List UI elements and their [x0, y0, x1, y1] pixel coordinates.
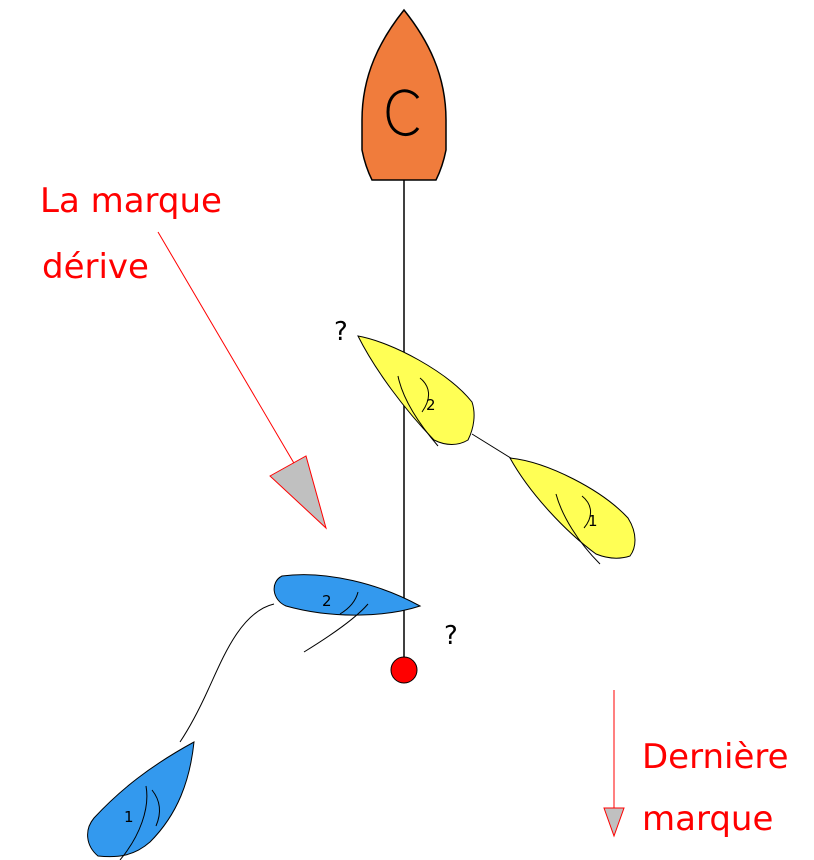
yellow-boat-2 [357, 335, 475, 447]
yellow-boat-1-number: 1 [588, 512, 598, 530]
last-mark-arrow [603, 690, 625, 838]
yellow-boat-1 [509, 457, 636, 565]
mark-buoy[interactable] [390, 656, 418, 684]
last-mark-line1: Dernière [642, 737, 789, 777]
blue-boats-link [179, 603, 275, 743]
blue-boat-2 [273, 574, 422, 653]
yellow-boat-2-number: 2 [426, 396, 436, 414]
drift-arrow [157, 231, 327, 530]
committee-boat [361, 8, 447, 181]
drift-label-line1: La marque [40, 181, 222, 221]
blue-boat-1 [87, 741, 195, 860]
blue-boat-2-number: 2 [322, 592, 332, 610]
blue-boat-1-number: 1 [124, 808, 134, 826]
drift-label-line2: dérive [42, 247, 149, 287]
question-top: ? [334, 317, 348, 347]
last-mark-line2: marque [642, 799, 773, 839]
question-bottom: ? [444, 621, 458, 651]
yellow-boats-link [471, 433, 515, 461]
